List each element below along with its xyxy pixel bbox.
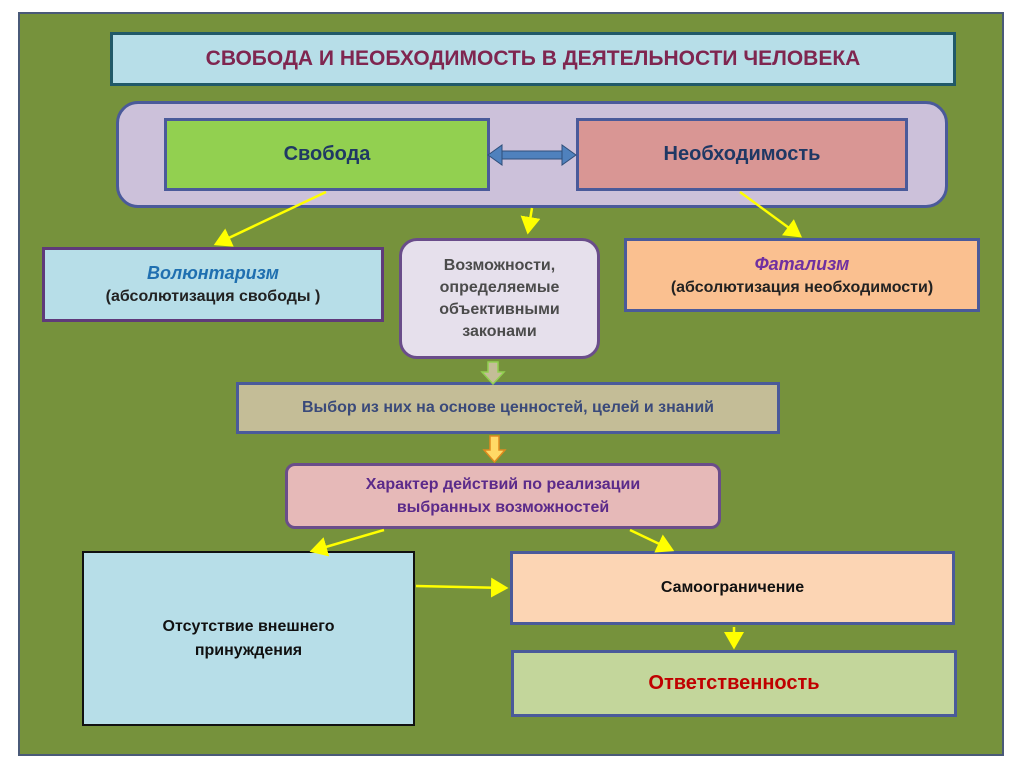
fatalism-heading: Фатализм	[754, 253, 850, 274]
voluntarism-description: (абсолютизация свободы )	[105, 288, 321, 305]
down-arrow-icon	[480, 361, 506, 386]
possibilities-box: Возможности, определяемые объективными з…	[399, 238, 600, 359]
fatalism-description: (абсолютизация необходимости)	[670, 278, 934, 296]
freedom-box: Свобода	[164, 118, 490, 191]
possibilities-line: законами	[462, 322, 537, 340]
voluntarism-heading: Волюнтаризм	[147, 263, 279, 283]
self-restraint-box: Самоограничение	[510, 551, 955, 625]
arrow-to-fatalism	[739, 190, 803, 238]
arrow-to-possibilities	[520, 207, 541, 235]
arrow-coercion-to-self-restraint	[415, 577, 509, 598]
arrow-to-no-coercion	[309, 528, 385, 557]
possibilities-line: Возможности,	[443, 256, 556, 274]
responsibility-box: Ответственность	[511, 650, 957, 717]
action-character-line: Характер действий по реализации	[365, 476, 641, 493]
double-arrow-icon	[487, 144, 577, 166]
fatalism-box: Фатализм (абсолютизация необходимости)	[624, 238, 980, 312]
action-character-box: Характер действий по реализации выбранны…	[285, 463, 721, 529]
possibilities-line: определяемые	[439, 278, 560, 296]
arrow-to-voluntarism	[213, 190, 327, 247]
down-arrow-icon	[482, 435, 507, 464]
diagram-title: СВОБОДА И НЕОБХОДИМОСТЬ В ДЕЯТЕЛЬНОСТИ Ч…	[110, 32, 956, 86]
no-external-coercion-line: Отсутствие внешнего	[162, 617, 335, 635]
choice-box: Выбор из них на основе ценностей, целей …	[236, 382, 780, 434]
necessity-box: Необходимость	[576, 118, 908, 191]
no-external-coercion-line: принуждения	[194, 641, 303, 659]
action-character-line: выбранных возможностей	[396, 499, 610, 516]
arrow-to-self-restraint	[629, 528, 675, 553]
possibilities-line: объективными	[439, 300, 560, 318]
no-external-coercion-box: Отсутствие внешнего принуждения	[82, 551, 415, 726]
voluntarism-box: Волюнтаризм (абсолютизация свободы )	[42, 247, 384, 322]
